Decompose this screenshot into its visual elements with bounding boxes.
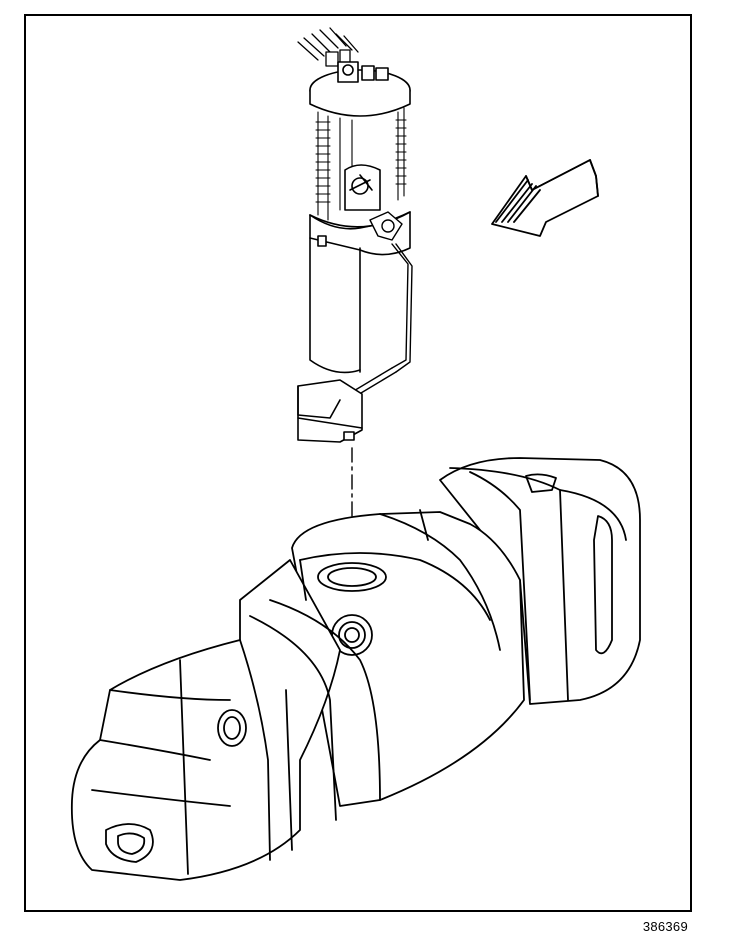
wire-connectors [297,27,359,67]
figure-reference-number: 386369 [642,919,688,934]
fuel-strainer [297,379,363,443]
fuel-reservoir [309,211,411,374]
fuel-tank [70,457,641,881]
fuel-level-sender [329,211,413,409]
fuel-pump-module [297,27,413,443]
direction-arrow-icon [491,159,599,237]
module-springs [315,107,407,221]
